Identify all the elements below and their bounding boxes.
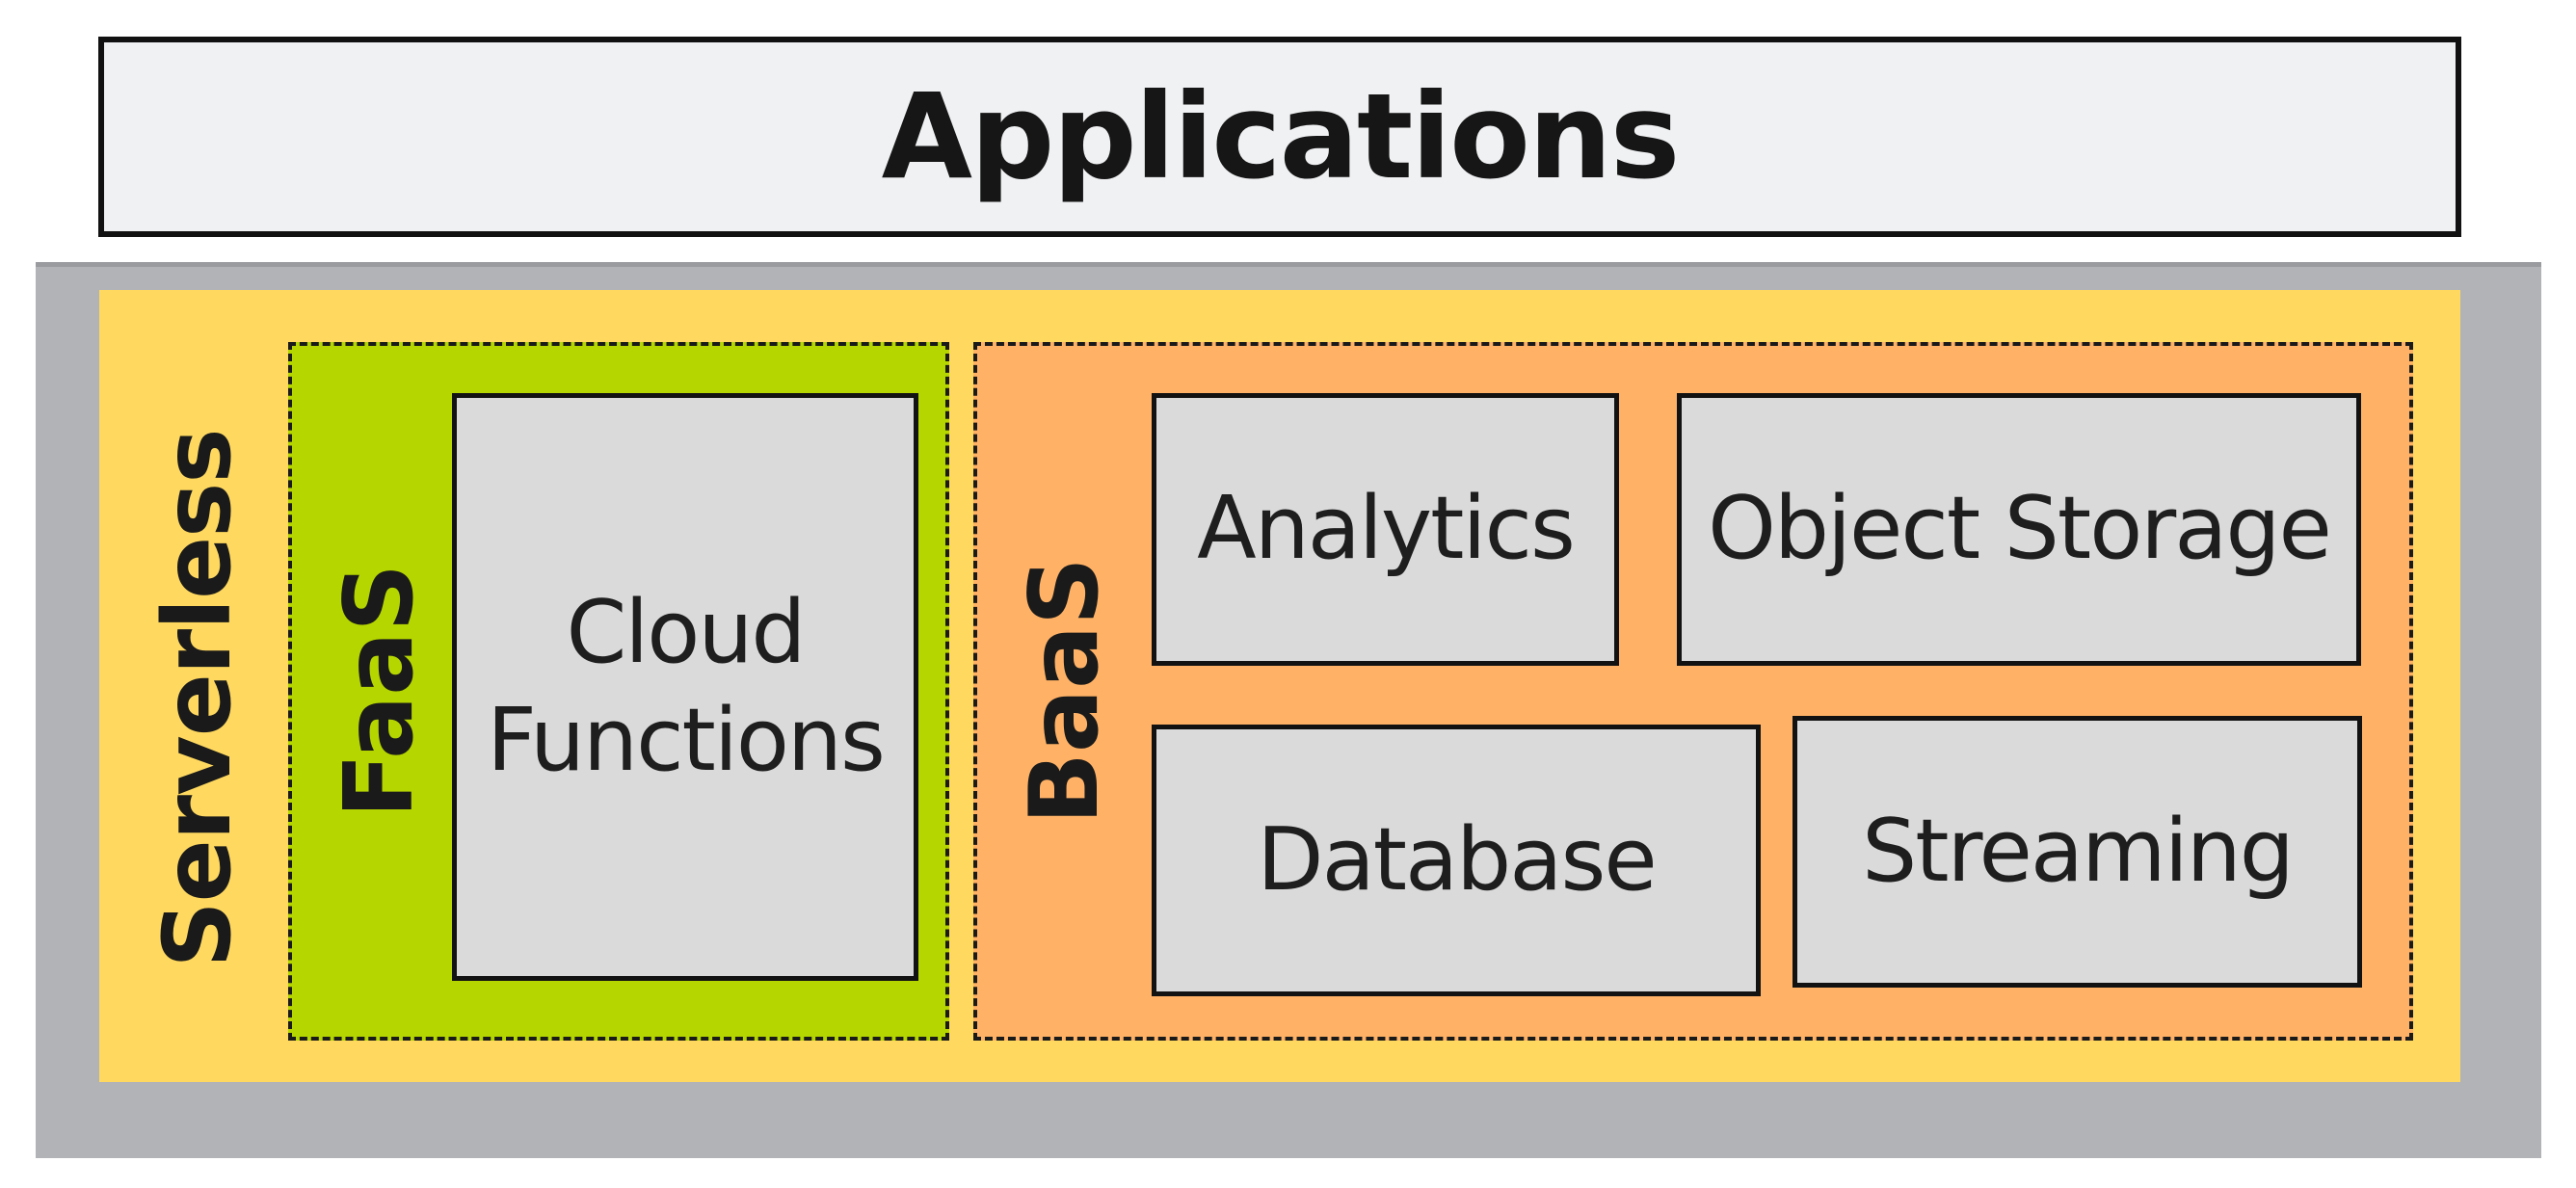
streaming-label: Streaming [1862, 800, 2295, 902]
serverless-label: Serverless [144, 429, 252, 968]
baas-label: BaaS [1010, 557, 1120, 825]
faas-label: FaaS [325, 563, 435, 819]
object-storage-label: Object Storage [1708, 478, 2332, 580]
database-label: Database [1257, 808, 1657, 911]
cloud-functions-box: Cloud Functions [452, 393, 918, 981]
object-storage-box: Object Storage [1677, 393, 2361, 666]
analytics-label: Analytics [1197, 478, 1576, 580]
analytics-box: Analytics [1152, 393, 1619, 666]
streaming-box: Streaming [1793, 716, 2362, 988]
cloud-functions-label-line2: Functions [487, 690, 886, 791]
database-box: Database [1152, 725, 1761, 996]
applications-label: Applications [881, 68, 1681, 205]
cloud-functions-label-line1: Cloud [566, 581, 806, 683]
applications-layer: Applications [98, 37, 2461, 237]
